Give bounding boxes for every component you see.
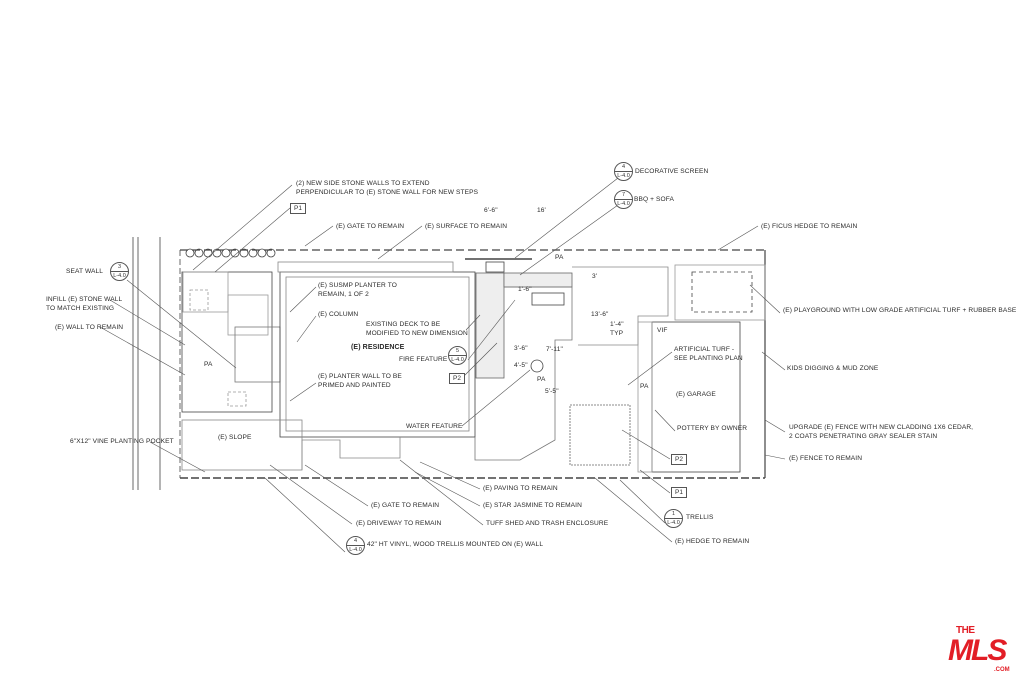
note-seat-wall: SEAT WALL xyxy=(66,268,104,275)
note-deck-2: MODIFIED TO NEW DIMENSION xyxy=(366,330,468,337)
note-driveway: (E) DRIVEWAY TO REMAIN xyxy=(356,520,442,527)
leader-lines xyxy=(99,177,786,553)
note-fence-remain: (E) FENCE TO REMAIN xyxy=(789,455,863,462)
note-decorative-screen: DECORATIVE SCREEN xyxy=(635,168,709,175)
note-infill: INFILL (E) STONE WALL xyxy=(46,296,123,303)
pa-label: PA xyxy=(555,254,564,261)
note-planter-wall-2: PRIMED AND PAINTED xyxy=(318,382,391,389)
logo-com: .COM xyxy=(994,667,1010,673)
note-star-jasmine: (E) STAR JASMINE TO REMAIN xyxy=(483,502,582,509)
tag-p2: P2 xyxy=(449,373,465,384)
fire-feature-rect xyxy=(531,292,565,306)
bbq xyxy=(485,261,505,273)
note-new-side-walls: (2) NEW SIDE STONE WALLS TO EXTEND xyxy=(296,180,430,187)
ref-number: 1 xyxy=(665,510,682,519)
pa-label: PA xyxy=(537,376,546,383)
note-gate-bottom: (E) GATE TO REMAIN xyxy=(371,502,440,509)
note-deck: EXISTING DECK TO BE xyxy=(366,321,441,328)
stone-steps xyxy=(182,271,229,313)
the-mls-logo: THE MLS .COM xyxy=(948,626,1020,676)
ref-sheet: L-4.0 xyxy=(451,357,464,363)
ref-number: 3 xyxy=(111,263,128,272)
dimension: 1'-4" xyxy=(610,321,624,328)
ref-number: 4 xyxy=(615,163,632,172)
dimension: 16' xyxy=(537,207,546,214)
note-susmp: (E) SUSMP PLANTER TO xyxy=(318,282,397,289)
stone-steps xyxy=(227,294,269,336)
tag-p1: P1 xyxy=(290,203,306,214)
note-vine-pocket: 6"X12" VINE PLANTING POCKET xyxy=(70,438,174,445)
note-infill-2: TO MATCH EXISTING xyxy=(46,305,115,312)
pa-label: PA xyxy=(204,361,213,368)
deck xyxy=(475,272,505,379)
hedge-circles xyxy=(185,248,276,258)
ref-sheet: L-4.0 xyxy=(113,273,126,279)
note-new-side-walls-2: PERPENDICULAR TO (E) STONE WALL FOR NEW … xyxy=(296,189,479,196)
note-kids: KIDS DIGGING & MUD ZONE xyxy=(787,365,879,372)
dimension: 4'-5" xyxy=(514,362,528,369)
note-surface: (E) SURFACE TO REMAIN xyxy=(425,223,508,230)
dimension: 3' xyxy=(592,273,598,280)
ref-sheet: L-4.0 xyxy=(617,201,630,207)
dimension: 6'-6" xyxy=(484,207,498,214)
note-susmp-2: REMAIN, 1 OF 2 xyxy=(318,291,369,298)
dimension: 7'-11" xyxy=(546,346,563,353)
note-turf: ARTIFICIAL TURF - xyxy=(674,346,735,353)
garage-label: (E) GARAGE xyxy=(676,391,716,398)
tag-p1: P1 xyxy=(671,487,687,498)
note-hedge: (E) HEDGE TO REMAIN xyxy=(675,538,750,545)
slope-area xyxy=(181,419,303,471)
dimension: VIF xyxy=(657,327,668,334)
note-vinyl-trellis: 42" HT VINYL, WOOD TRELLIS MOUNTED ON (E… xyxy=(367,541,544,548)
dimension: 1'-6" xyxy=(518,286,532,293)
ref-number: 4 xyxy=(347,537,364,546)
note-gate-top: (E) GATE TO REMAIN xyxy=(336,223,405,230)
trellis-area xyxy=(569,404,631,466)
bbq-counter xyxy=(503,272,573,288)
dimension: 5'-5" xyxy=(545,388,559,395)
note-wall-remain: (E) WALL TO REMAIN xyxy=(55,324,124,331)
front-yard xyxy=(181,271,273,413)
tag-p2: P2 xyxy=(671,454,687,465)
residence-label: (E) RESIDENCE xyxy=(351,344,405,351)
note-column: (E) COLUMN xyxy=(318,311,359,318)
note-playground: (E) PLAYGROUND WITH LOW GRADE ARTIFICIAL… xyxy=(783,307,1017,314)
note-tuff-shed: TUFF SHED AND TRASH ENCLOSURE xyxy=(486,520,609,527)
logo-mls: MLS xyxy=(948,634,1007,667)
note-bbq-sofa: BBQ + SOFA xyxy=(634,196,675,203)
dimension: TYP xyxy=(610,330,624,337)
pa-label: PA xyxy=(640,383,649,390)
ref-sheet: L-4.0 xyxy=(617,173,630,179)
note-fire-feature: FIRE FEATURE xyxy=(399,356,448,363)
slope-label: (E) SLOPE xyxy=(218,434,252,441)
note-water-feature: WATER FEATURE xyxy=(406,423,463,430)
note-planter-wall: (E) PLANTER WALL TO BE xyxy=(318,373,402,380)
note-ficus-hedge: (E) FICUS HEDGE TO REMAIN xyxy=(761,223,858,230)
logo-the: THE xyxy=(956,625,975,636)
note-pottery: POTTERY BY OWNER xyxy=(677,425,748,432)
note-paving: (E) PAVING TO REMAIN xyxy=(483,485,558,492)
ref-sheet: L-4.0 xyxy=(667,520,680,526)
ref-sheet: L-4.0 xyxy=(349,547,362,553)
ref-number: 5 xyxy=(449,347,466,356)
note-turf-2: SEE PLANTING PLAN xyxy=(674,355,743,362)
note-fence-upgrade: UPGRADE (E) FENCE WITH NEW CLADDING 1X6 … xyxy=(789,424,974,431)
residence-outline xyxy=(279,271,476,438)
dimension: 13'-6" xyxy=(591,311,609,318)
note-fence-upgrade-2: 2 COATS PENETRATING GRAY SEALER STAIN xyxy=(789,433,938,440)
ref-number: 7 xyxy=(615,191,632,200)
water-feature-circle xyxy=(530,359,544,373)
playground-area xyxy=(691,271,753,313)
note-trellis: TRELLIS xyxy=(686,514,714,521)
dimension: 3'-6" xyxy=(514,345,528,352)
